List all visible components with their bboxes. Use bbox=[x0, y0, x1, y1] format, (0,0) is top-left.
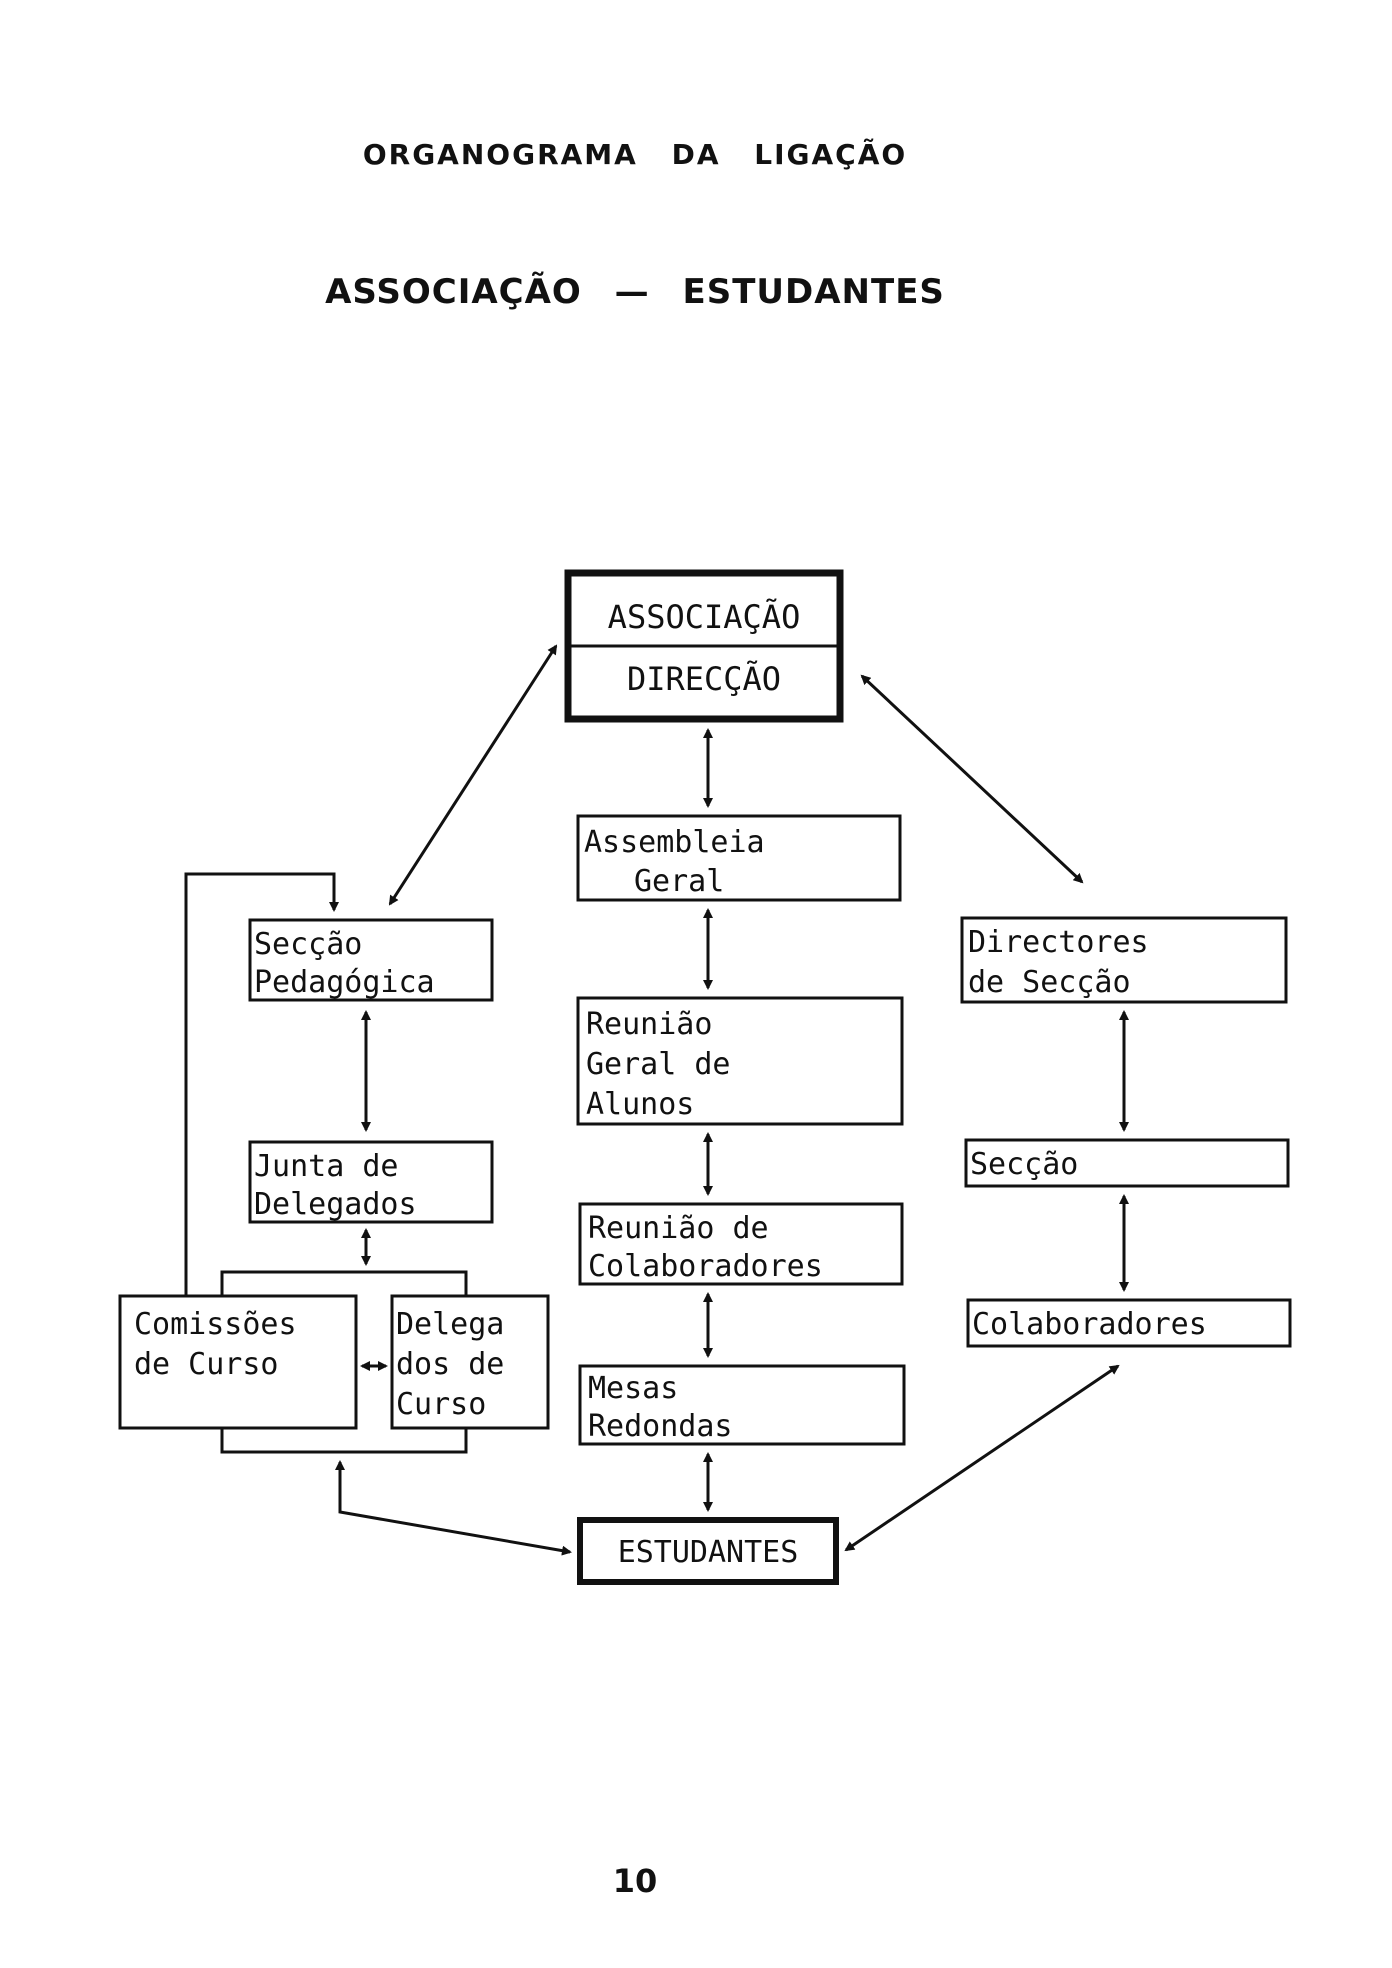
node-label-line: Redondas bbox=[588, 1409, 733, 1444]
node-directores-seccao: Directores de Secção bbox=[960, 916, 1288, 1004]
node-label-line: Assembleia bbox=[584, 825, 765, 860]
svg-text:de Secção: de Secção bbox=[968, 965, 1131, 1000]
svg-text:Directores: Directores bbox=[968, 925, 1149, 960]
node-delegados-curso: Delega dos de Curso bbox=[390, 1294, 550, 1430]
svg-text:Delegados: Delegados bbox=[254, 1187, 417, 1222]
node-label-line: Geral de bbox=[586, 1047, 731, 1082]
svg-text:Mesas: Mesas bbox=[588, 1371, 678, 1406]
node-label-line: dos de bbox=[396, 1347, 504, 1382]
node-label-line: Colaboradores bbox=[588, 1249, 823, 1284]
node-reuniao-colaboradores: Reunião de Colaboradores bbox=[578, 1202, 904, 1286]
svg-text:dos de: dos de bbox=[396, 1347, 504, 1382]
node-label-line: Delegados bbox=[254, 1187, 417, 1222]
node-label-line: Curso bbox=[396, 1387, 486, 1422]
svg-text:Geral de: Geral de bbox=[586, 1047, 731, 1082]
page-subtitle: ASSOCIAÇÃO — ESTUDANTES bbox=[325, 272, 945, 312]
svg-text:Colaboradores: Colaboradores bbox=[588, 1249, 823, 1284]
node-colaboradores-label: Colaboradores bbox=[972, 1307, 1207, 1342]
connector-arrow bbox=[335, 1460, 572, 1556]
svg-text:Redondas: Redondas bbox=[588, 1409, 733, 1444]
node-label-line: Reunião de bbox=[588, 1211, 769, 1246]
node-reuniao-geral-alunos: Reunião Geral de Alunos bbox=[576, 996, 904, 1126]
svg-text:Geral: Geral bbox=[634, 864, 724, 899]
connector-arrow bbox=[844, 1364, 1120, 1552]
svg-text:Pedagógica: Pedagógica bbox=[254, 965, 435, 1000]
svg-text:Reunião de: Reunião de bbox=[588, 1211, 769, 1246]
node-label-line: Pedagógica bbox=[254, 965, 435, 1000]
node-label-line: Secção bbox=[254, 927, 362, 962]
svg-text:Junta de: Junta de bbox=[254, 1149, 399, 1184]
node-junta-delegados: Junta de Delegados bbox=[248, 1140, 494, 1224]
node-assembleia-geral: Assembleia Geral bbox=[576, 814, 902, 902]
page-title: ORGANOGRAMA DA LIGAÇÃO bbox=[362, 138, 908, 171]
node-colaboradores: Colaboradores bbox=[966, 1298, 1292, 1348]
connector-arrow bbox=[860, 674, 1084, 884]
svg-text:Secção: Secção bbox=[254, 927, 362, 962]
node-label-line: Mesas bbox=[588, 1371, 678, 1406]
node-label-line: Junta de bbox=[254, 1149, 399, 1184]
connector-arrow bbox=[388, 644, 558, 906]
svg-text:de Curso: de Curso bbox=[134, 1347, 279, 1382]
bracket-line bbox=[220, 1270, 468, 1296]
node-mesas-redondas: Mesas Redondas bbox=[578, 1364, 906, 1446]
node-seccao: Secção bbox=[964, 1138, 1290, 1188]
node-label-line: Comissões bbox=[134, 1307, 297, 1342]
node-label-line: Directores bbox=[968, 925, 1149, 960]
bracket-line bbox=[220, 1428, 468, 1454]
node-direccao-label: DIRECÇÃO bbox=[627, 660, 781, 698]
node-associacao-label: ASSOCIAÇÃO bbox=[608, 598, 801, 636]
node-label-line: Geral bbox=[634, 864, 724, 899]
node-label-line: Reunião bbox=[586, 1007, 712, 1042]
node-label-line: de Secção bbox=[968, 965, 1131, 1000]
node-label-line: Alunos bbox=[586, 1087, 694, 1122]
node-estudantes-label: ESTUDANTES bbox=[618, 1535, 799, 1570]
svg-text:Comissões: Comissões bbox=[134, 1307, 297, 1342]
node-label-line: Delega bbox=[396, 1307, 504, 1342]
node-estudantes: ESTUDANTES bbox=[577, 1517, 839, 1585]
node-label-line: de Curso bbox=[134, 1347, 279, 1382]
svg-text:Curso: Curso bbox=[396, 1387, 486, 1422]
svg-text:Alunos: Alunos bbox=[586, 1087, 694, 1122]
node-seccao-pedagogica: Secção Pedagógica bbox=[248, 918, 494, 1002]
connector-arrow bbox=[184, 872, 339, 1296]
node-seccao-label: Secção bbox=[970, 1147, 1078, 1182]
node-comissoes-curso: Comissões de Curso bbox=[118, 1294, 358, 1430]
node-associacao-direccao: ASSOCIAÇÃO DIRECÇÃO bbox=[564, 569, 844, 723]
svg-text:Delega: Delega bbox=[396, 1307, 504, 1342]
page-number: 10 bbox=[612, 1862, 658, 1900]
svg-text:Reunião: Reunião bbox=[586, 1007, 712, 1042]
svg-text:Assembleia: Assembleia bbox=[584, 825, 765, 860]
